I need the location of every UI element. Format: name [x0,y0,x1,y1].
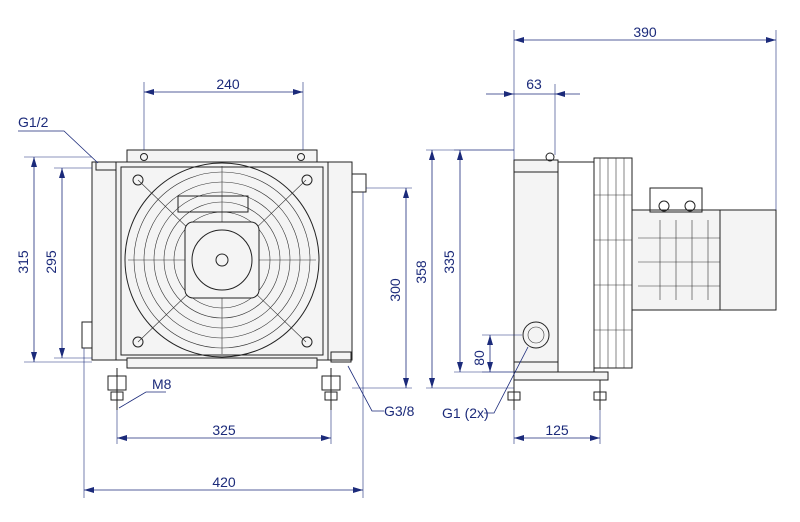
dim-335: 335 [441,250,457,274]
callout-g38: G3/8 [384,403,415,419]
left-lower-boss [81,321,93,349]
dim-390: 390 [633,24,657,40]
bottom-port-g38 [330,351,352,363]
callout-m8: M8 [152,376,172,392]
dim-295: 295 [43,250,59,274]
dim-80: 80 [471,350,487,366]
corner-bolt-br [301,336,313,348]
callout-g12: G1/2 [18,114,49,130]
corner-bolt-tl [132,174,144,186]
motor-terminal-box [649,187,703,213]
dim-300: 300 [387,278,403,302]
motor-end-cap [719,209,777,311]
dim-358: 358 [413,260,429,284]
side-base [513,371,609,381]
side-view [507,152,777,410]
side-motor [631,187,777,311]
side-shroud [557,161,595,373]
side-port-g1 [522,321,550,349]
dim-125: 125 [545,422,569,438]
top-bolt-right [297,153,305,161]
side-fan-guard [593,157,633,369]
right-upper-boss [351,173,367,193]
dim-420: 420 [212,474,236,490]
left-header-tank [91,161,117,361]
dim-63: 63 [526,76,542,92]
corner-bolt-bl [132,336,144,348]
motor-shaft [215,253,229,267]
dim-315: 315 [15,250,31,274]
side-cooler-core [513,159,559,373]
nut-left [110,391,124,401]
callout-g1: G1 (2x) [442,405,489,421]
motor-hub [184,221,260,299]
front-view [81,149,367,410]
corner-bolt-tr [301,174,313,186]
front-dimensions: 240 315 295 300 325 420 G1/2 M8 [15,76,415,498]
dim-240: 240 [216,76,240,92]
nut-right [324,391,338,401]
terminal-box [177,195,249,213]
top-bolt-left [140,153,148,161]
right-header-tank [327,161,353,361]
dim-325: 325 [212,422,236,438]
side-dimensions: 390 63 358 335 80 125 G1 (2x) [413,24,777,444]
motor-face [191,229,253,291]
side-top-bolt [545,152,555,162]
base-rail [126,357,318,369]
